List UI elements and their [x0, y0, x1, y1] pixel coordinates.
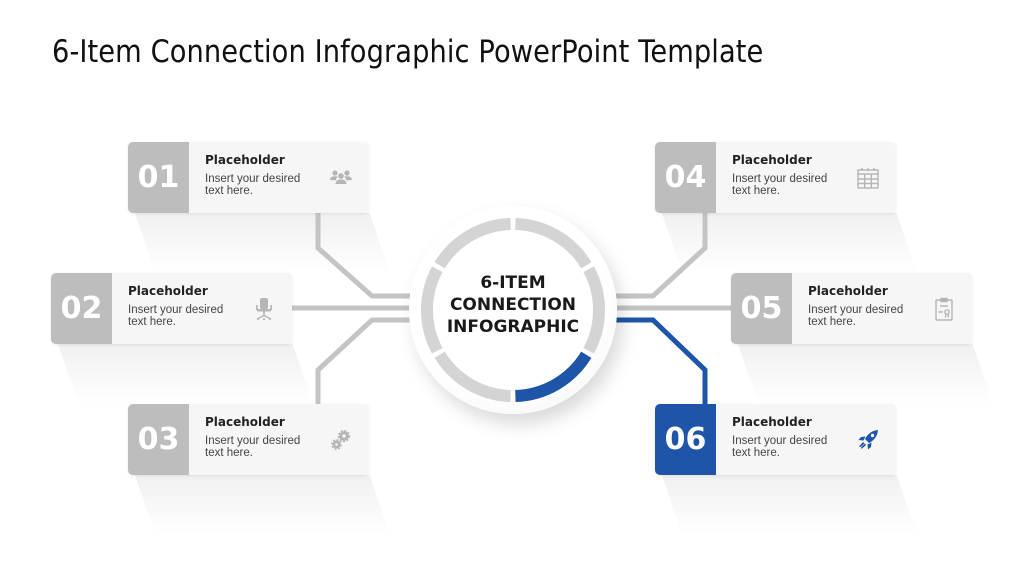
ring-segment-3-active: [515, 351, 592, 402]
item-heading: Placeholder: [205, 415, 285, 429]
ring-segment-4: [434, 351, 511, 402]
calendar-icon: [857, 168, 879, 189]
item-number: 05: [731, 273, 792, 344]
item-number: 04: [655, 142, 716, 213]
item-heading: Placeholder: [732, 415, 812, 429]
center-title: 6-ITEM CONNECTION INFOGRAPHIC: [433, 272, 593, 338]
connector-01: [315, 213, 410, 299]
certificate-clipboard-icon: [935, 297, 953, 321]
center-title-line: CONNECTION: [449, 295, 577, 315]
connector-03: [315, 317, 410, 405]
item-description: Insert your desired text here.: [808, 304, 904, 328]
ring-segment-1: [515, 218, 592, 269]
center-disc: [409, 206, 617, 414]
card-shadow: [662, 475, 917, 535]
item-card-01: 01 Placeholder Insert your desired text …: [128, 142, 369, 213]
ring-segment-5: [421, 266, 443, 354]
card-shadow: [135, 213, 390, 273]
item-card-05: 05 Placeholder Insert your desired text …: [731, 273, 972, 344]
center-title-line: 6-ITEM: [480, 273, 546, 293]
item-heading: Placeholder: [808, 284, 888, 298]
item-card-02: 02 Placeholder Insert your desired text …: [51, 273, 292, 344]
slide-title: 6-Item Connection Infographic PowerPoint…: [52, 34, 764, 70]
item-description: Insert your desired text here.: [732, 435, 828, 459]
card-shadow: [135, 475, 390, 535]
item-number: 06: [655, 404, 716, 475]
center-title-line: INFOGRAPHIC: [446, 317, 580, 337]
item-description: Insert your desired text here.: [128, 304, 224, 328]
item-description: Insert your desired text here.: [205, 435, 301, 459]
office-chair-icon: [256, 298, 272, 321]
item-heading: Placeholder: [205, 153, 285, 167]
segmented-ring: [421, 218, 605, 402]
card-shadow: [738, 344, 993, 404]
ring-segment-6: [434, 218, 511, 269]
card-shadow: [58, 344, 313, 404]
item-card-03: 03 Placeholder Insert your desired text …: [128, 404, 369, 475]
rocket-icon: [858, 430, 878, 450]
ring-segment-2: [583, 266, 605, 354]
gears-icon: [331, 429, 351, 450]
connector-06-active: [616, 317, 708, 405]
item-number: 03: [128, 404, 189, 475]
item-card-04: 04 Placeholder Insert your desired text …: [655, 142, 896, 213]
item-card-06: 06 Placeholder Insert your desired text …: [655, 404, 896, 475]
item-description: Insert your desired text here.: [205, 173, 301, 197]
item-number: 02: [51, 273, 112, 344]
item-heading: Placeholder: [128, 284, 208, 298]
connector-04: [616, 213, 708, 299]
item-description: Insert your desired text here.: [732, 173, 828, 197]
item-number: 01: [128, 142, 189, 213]
team-icon: [330, 170, 352, 184]
item-heading: Placeholder: [732, 153, 812, 167]
